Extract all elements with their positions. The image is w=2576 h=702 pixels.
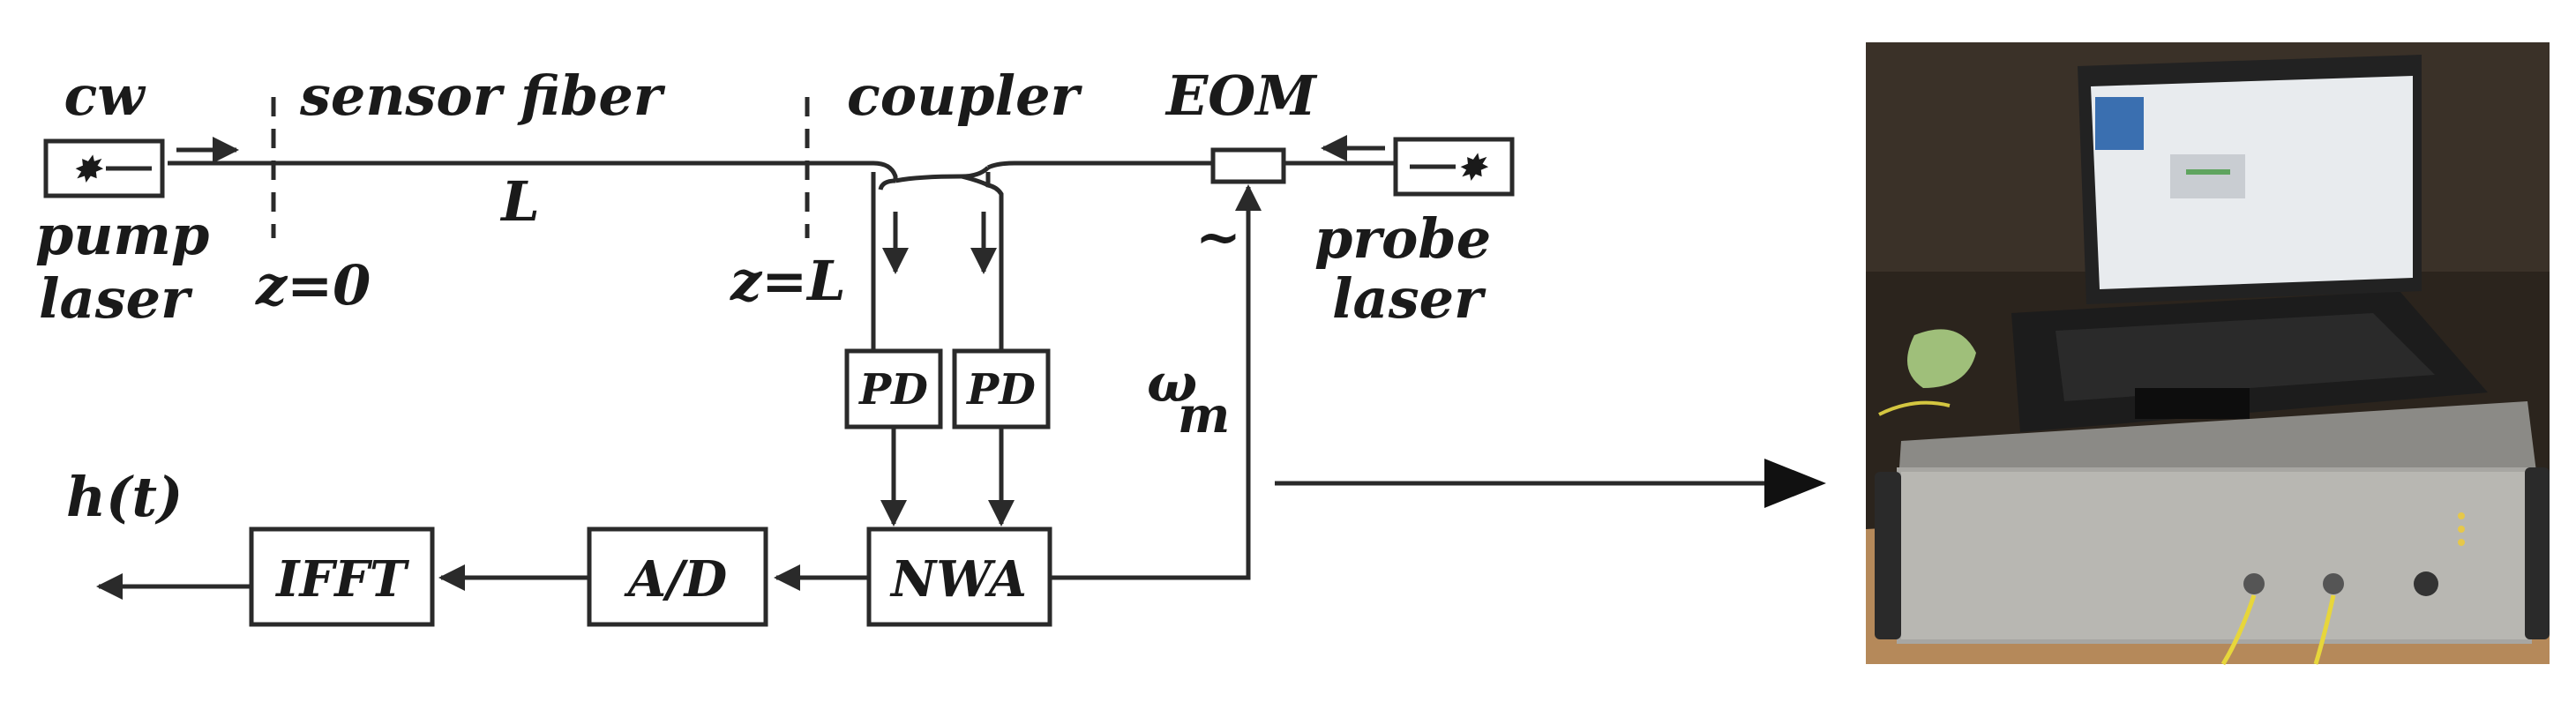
zL-label: z=L: [730, 249, 846, 313]
omega-label: ω: [1147, 353, 1197, 414]
to-photo-arrow: [1275, 459, 1826, 508]
omega-subscript-label: m: [1178, 386, 1230, 444]
ad-label: A/D: [624, 550, 728, 609]
laptop-on-instrument-photo: [1866, 42, 2550, 666]
pump-laser-box: ✸: [43, 138, 165, 198]
probe-label: probe: [1314, 206, 1491, 271]
probe-laser-box: ✸: [1393, 137, 1515, 197]
z0-label: z=0: [255, 253, 371, 317]
cw-label: cw: [64, 63, 146, 128]
nwa-box: NWA: [866, 526, 1052, 627]
coupler-outputs: [871, 172, 1004, 322]
pd-label-2: PD: [965, 365, 1036, 414]
ad-box: A/D: [587, 526, 768, 627]
eom-box: [1210, 147, 1286, 184]
pd-label-1: PD: [857, 365, 928, 414]
pump-label: pump: [35, 203, 209, 267]
eom-label: EOM: [1164, 63, 1318, 128]
modulation-tilde-label: ~: [1195, 205, 1241, 269]
sensor-fiber-label: sensor fiber: [299, 63, 666, 128]
ifft-label: IFFT: [274, 550, 410, 609]
impulse-response-label: h(t): [66, 465, 183, 529]
probe-laser-label: laser: [1332, 266, 1486, 331]
probe-laser-star-icon: ✸: [1457, 147, 1489, 187]
nwa-label: NWA: [889, 550, 1027, 609]
pd-box-1: PD: [844, 348, 943, 429]
ifft-box: IFFT: [249, 526, 435, 627]
pump-laser-label: laser: [39, 266, 193, 331]
pump-laser-star-icon: ✸: [72, 149, 104, 189]
pd-box-2: PD: [952, 348, 1051, 429]
fiber-length-label: L: [499, 169, 540, 234]
nwa-to-eom-line: [1050, 192, 1251, 580]
fiber-line: [168, 161, 1394, 183]
coupler-label: coupler: [847, 63, 1083, 128]
